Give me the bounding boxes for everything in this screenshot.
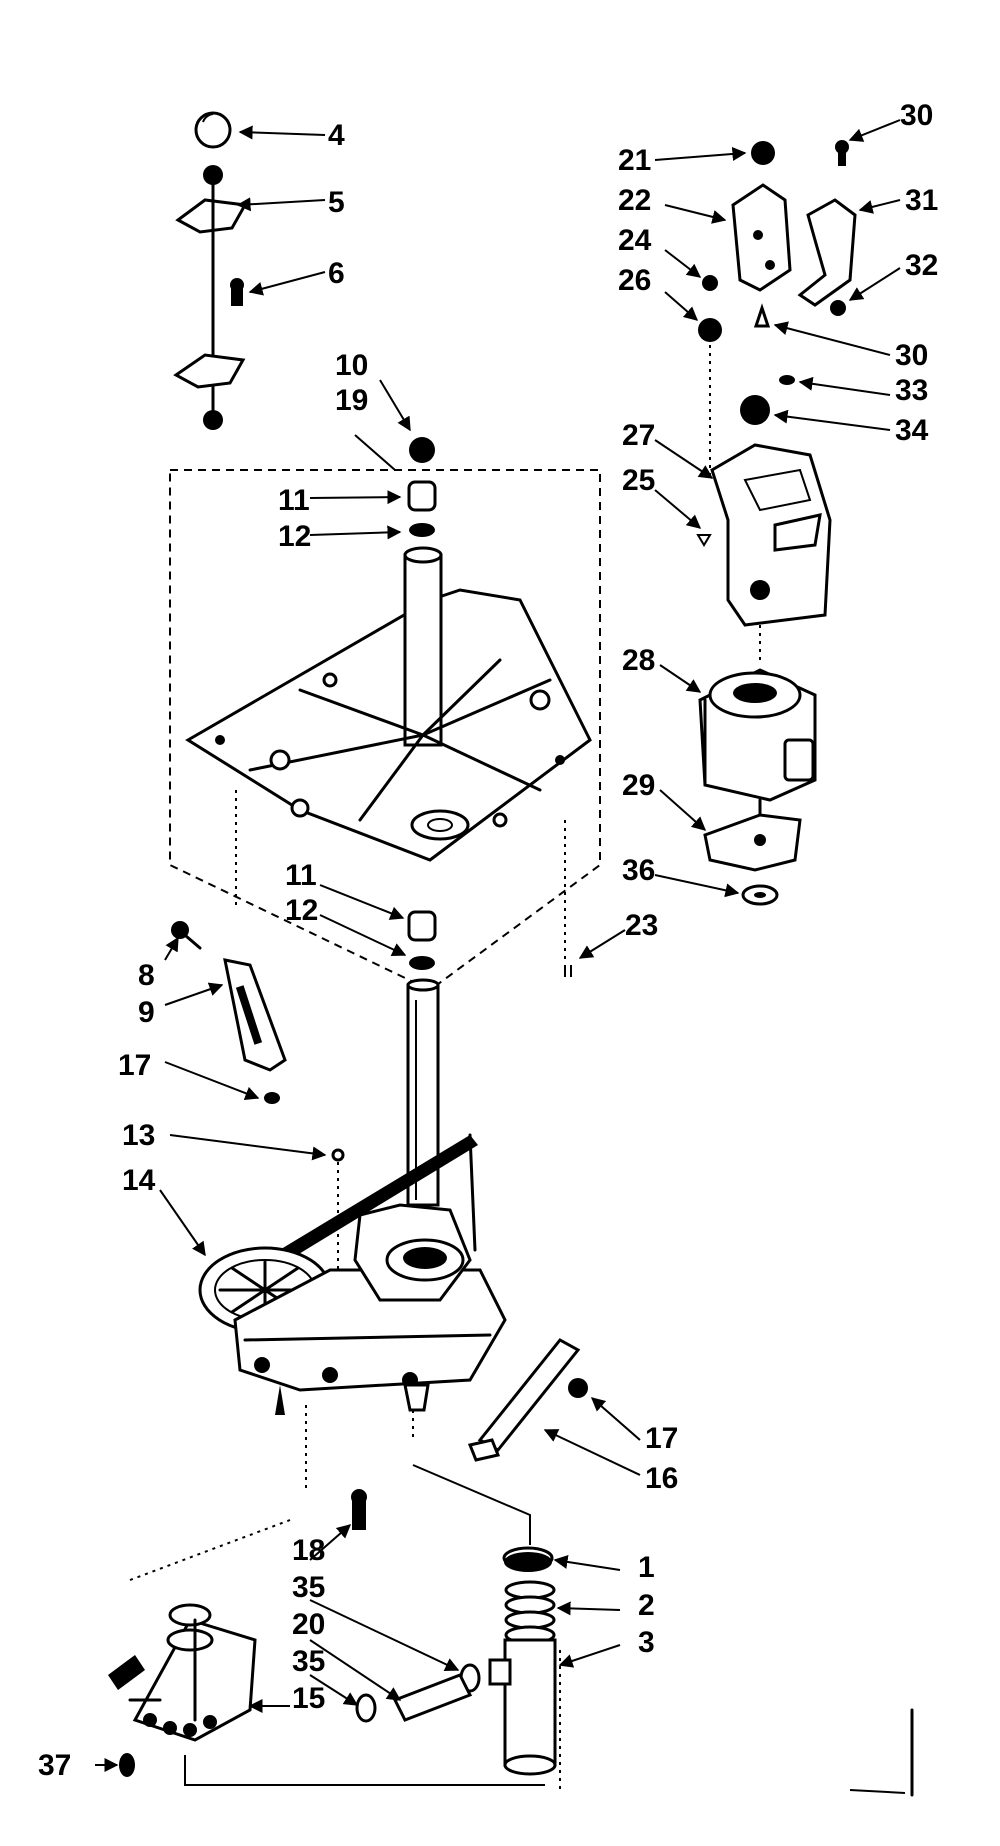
callout-4: 4 <box>328 119 345 152</box>
callout-31: 31 <box>905 184 938 217</box>
callout-6: 6 <box>328 257 345 290</box>
callout-26: 26 <box>618 264 651 297</box>
part-16-bracket <box>467 1338 581 1462</box>
callout-11-upper: 11 <box>278 484 310 517</box>
part-36-pulley <box>741 884 779 906</box>
part-30-screw-top <box>835 140 849 166</box>
callout-37: 37 <box>38 1749 71 1782</box>
part-33-washer <box>779 375 795 385</box>
part-3-filter-housing <box>488 1638 557 1776</box>
callout-15: 15 <box>292 1682 325 1715</box>
part-23-fastener <box>564 965 572 977</box>
part-37-clip <box>119 1753 135 1777</box>
part-12-washer-lower <box>409 956 435 970</box>
callout-29: 29 <box>622 769 655 802</box>
callout-16: 16 <box>645 1462 678 1495</box>
guide-line-filter <box>412 1464 531 1545</box>
part-19-assembly-outline <box>169 469 601 992</box>
part-28-motor <box>698 668 817 817</box>
callout-2: 2 <box>638 1589 655 1622</box>
part-25-screw <box>696 534 712 547</box>
part-29-pulley-plate <box>703 813 802 872</box>
callout-34: 34 <box>895 414 929 447</box>
margin-line <box>849 1789 906 1794</box>
callout-11-lower: 11 <box>285 859 317 892</box>
part-18-bolt <box>351 1489 367 1530</box>
part-31-bracket <box>797 198 857 307</box>
part-32-nut <box>830 300 846 316</box>
part-12-washer-upper <box>409 523 435 537</box>
leader-lines <box>95 119 901 1772</box>
callout-18: 18 <box>292 1534 325 1567</box>
part-15-pump <box>108 1603 257 1742</box>
callout-21: 21 <box>618 144 651 177</box>
callout-30-lower: 30 <box>895 339 928 372</box>
callout-35-lower: 35 <box>292 1645 325 1678</box>
callout-labels: 4 5 6 10 19 11 12 11 12 23 8 9 17 13 14 … <box>38 99 938 1782</box>
callout-25: 25 <box>622 464 655 497</box>
callout-28: 28 <box>622 644 655 677</box>
part-4-ball-cap <box>194 111 232 149</box>
callout-1: 1 <box>638 1551 655 1584</box>
callout-24: 24 <box>618 224 652 257</box>
callout-20: 20 <box>292 1608 325 1641</box>
callout-10: 10 <box>335 349 368 382</box>
part-17-nut-right <box>568 1378 588 1398</box>
callout-17-left: 17 <box>118 1049 151 1082</box>
callout-33: 33 <box>895 374 928 407</box>
callout-27: 27 <box>622 419 655 452</box>
part-21-nut <box>751 141 775 165</box>
part-5-bracket-assembly <box>173 165 248 430</box>
part-17-nut-left <box>264 1092 280 1104</box>
part-34-cap <box>740 395 770 425</box>
part-9-bracket <box>223 958 287 1072</box>
part-11-bearing-lower <box>407 910 437 942</box>
part-1-cap <box>502 1546 554 1572</box>
callout-14: 14 <box>122 1164 156 1197</box>
part-20-hose <box>392 1673 473 1722</box>
callout-23: 23 <box>625 909 658 942</box>
part-10-cap <box>409 437 435 463</box>
part-11-bearing-upper <box>407 480 437 512</box>
callout-8: 8 <box>138 959 155 992</box>
callout-17-right: 17 <box>645 1422 678 1455</box>
part-24-nut <box>702 275 718 291</box>
part-35-clamp-lower <box>355 1693 377 1723</box>
callout-36: 36 <box>622 854 655 887</box>
callout-22: 22 <box>618 184 651 217</box>
callout-9: 9 <box>138 996 155 1029</box>
part-26-nut <box>698 318 722 480</box>
guide-line-pump-left <box>129 1519 291 1581</box>
callout-30-top: 30 <box>900 99 933 132</box>
guide-line-bottom <box>184 1755 545 1786</box>
part-27-motor-cover <box>710 443 832 627</box>
part-6-screw <box>230 278 244 306</box>
callout-3: 3 <box>638 1626 655 1659</box>
callout-13: 13 <box>122 1119 155 1152</box>
callout-32: 32 <box>905 249 938 282</box>
part-30-screw-lower <box>753 303 771 328</box>
mounting-plate <box>185 546 592 862</box>
callout-35-upper: 35 <box>292 1571 325 1604</box>
callout-19: 19 <box>335 384 368 417</box>
gear-case <box>233 1203 507 1415</box>
part-8-bolt <box>171 921 202 950</box>
callout-5: 5 <box>328 186 345 219</box>
callout-12-upper: 12 <box>278 520 311 553</box>
part-22-bracket <box>731 183 792 292</box>
part-2-spring <box>504 1580 556 1645</box>
callout-12-lower: 12 <box>285 894 318 927</box>
